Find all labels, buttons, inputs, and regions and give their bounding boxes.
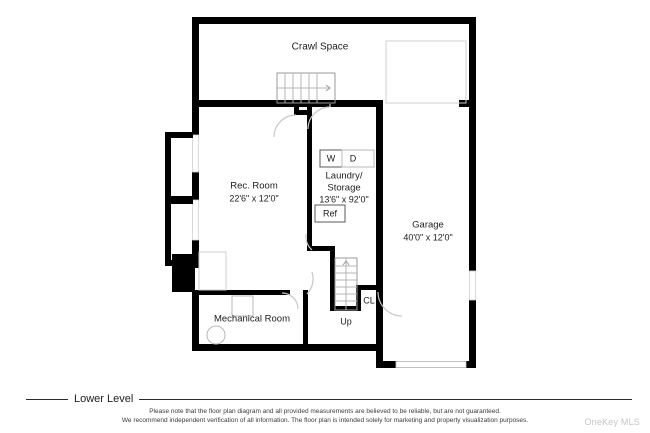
disclaimer-line-1: Please note that the floor plan diagram … (149, 408, 501, 415)
wall-garage-right-b (469, 103, 476, 271)
chimney-pier (172, 254, 195, 292)
laundry-appliances: W D Ref (314, 149, 375, 223)
door-arc-garage-entry (377, 291, 403, 317)
window-left-upper (192, 134, 199, 173)
wall-garage-nub (459, 100, 476, 107)
dryer-box (341, 149, 375, 168)
door-arc-mechanical (281, 292, 299, 310)
label-garage-dims: 40'0" x 12'0" (403, 232, 452, 242)
dryer-label: D (350, 153, 357, 163)
wall-laundry-left (307, 107, 312, 250)
wall-garage-right-c (469, 300, 476, 368)
window-bay-lower (165, 198, 193, 266)
door-arc-hall (306, 271, 314, 295)
level-label: Lower Level (74, 393, 134, 405)
label-mechanical-room: Mechanical Room (214, 314, 290, 325)
crawl-space-stairs (276, 72, 336, 104)
windows (192, 134, 476, 368)
wall-closet-left (356, 285, 361, 311)
level-row: Lower Level (0, 391, 650, 407)
furnace-icon (231, 295, 254, 317)
garage-door-opening (395, 361, 467, 368)
level-rule-right (139, 398, 632, 400)
window-left-lower (192, 199, 199, 241)
wall-left-d (192, 290, 199, 350)
wall-left-upper (192, 17, 199, 107)
wall-stairhall-left (330, 250, 335, 310)
label-rec-room-dims: 22'6" x 12'0" (229, 193, 278, 203)
label-crawl-space: Crawl Space (292, 42, 349, 53)
wall-stairhall-top (307, 246, 335, 251)
washer-label: W (327, 153, 336, 163)
disclaimer: Please note that the floor plan diagram … (0, 407, 650, 425)
footer: Lower Level Please note that the floor p… (0, 383, 650, 433)
window-bay-upper (165, 132, 193, 202)
refrigerator-box (314, 204, 346, 223)
disclaimer-line-2: We recommend independent verification of… (121, 417, 529, 424)
label-laundry-dims: 13'6" x 92'0" (319, 194, 368, 204)
wall-top (192, 17, 476, 24)
window-bays (165, 132, 193, 266)
label-laundry-line1: Laundry/ (326, 171, 363, 182)
wall-stair-stub (294, 100, 299, 114)
water-heater-icon (206, 325, 226, 345)
label-laundry-line2: Storage (327, 183, 360, 194)
wall-mech-right (303, 290, 308, 348)
door-arc-rec-upper-right (307, 106, 331, 130)
watermark-onekey-mls: OneKey MLS (584, 417, 640, 427)
wall-left-c (192, 240, 199, 268)
level-rule-left (26, 398, 68, 400)
label-stair-up: Up (340, 316, 352, 326)
utility-closet-outline (198, 251, 227, 291)
mechanical-fixtures (198, 251, 254, 345)
wall-bottom-house (192, 344, 380, 351)
wall-closet-top (356, 285, 377, 290)
doors (273, 104, 403, 317)
refrigerator-label: Ref (323, 208, 338, 218)
wall-garage-right-a (469, 17, 476, 100)
room-labels: Crawl Space Rec. Room 22'6" x 12'0" Laun… (214, 42, 453, 327)
window-garage-right (469, 270, 476, 301)
crawl-stair-arrow-icon (325, 84, 331, 92)
label-rec-room: Rec. Room (230, 181, 278, 192)
wall-stair-stub-2 (294, 110, 312, 115)
hall-stairs-up (334, 257, 358, 311)
hall-stair-arrow-icon (342, 260, 350, 266)
wall-house-garage (376, 100, 383, 352)
garage-inner-outline (385, 40, 467, 104)
label-garage: Garage (412, 220, 444, 231)
door-arc-laundry (305, 233, 313, 251)
door-arc-rec-upper-left (273, 114, 297, 138)
interior-walls (195, 100, 377, 348)
label-closet: CL (363, 295, 375, 305)
wall-left-a (192, 100, 199, 135)
wall-left-b (192, 172, 199, 200)
wall-mech-top (195, 290, 290, 295)
wall-garage-jog (376, 344, 383, 368)
